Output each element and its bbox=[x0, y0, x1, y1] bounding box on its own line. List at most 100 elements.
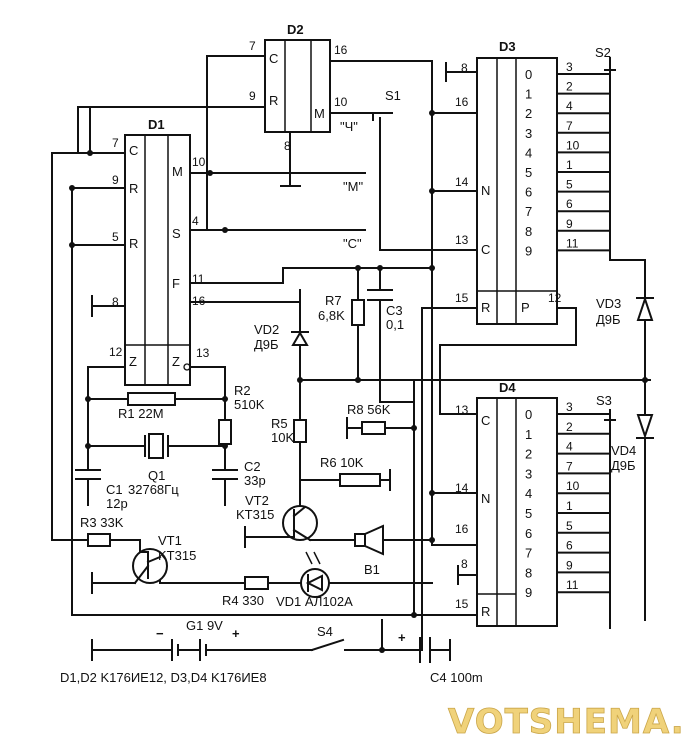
d4-output-index: 0 bbox=[525, 407, 532, 422]
d4-label-c: C bbox=[481, 413, 490, 428]
s1-label: S1 bbox=[385, 88, 401, 103]
d1-pin-7: 7 bbox=[112, 136, 119, 150]
d3-output-index: 8 bbox=[525, 224, 532, 239]
switch-s4: S4 bbox=[310, 624, 345, 652]
d4-output-pin: 2 bbox=[566, 420, 573, 434]
r6-label: R6 10K bbox=[320, 455, 364, 470]
capacitor-c4: + C4 100m bbox=[398, 630, 483, 685]
vd2-label: VD2 bbox=[254, 322, 279, 337]
d1-label-f: F bbox=[172, 276, 180, 291]
d3-output-index: 6 bbox=[525, 185, 532, 200]
d2-pin-9: 9 bbox=[249, 89, 256, 103]
c3-label: C3 bbox=[386, 303, 403, 318]
buzzer-b1: B1 bbox=[354, 524, 384, 577]
d3-output-pin: 9 bbox=[566, 217, 573, 231]
c4-label: C4 100m bbox=[430, 670, 483, 685]
d3-pin-8: 8 bbox=[461, 61, 468, 75]
d4-pin-14: 14 bbox=[455, 481, 469, 495]
r5-label: R5 bbox=[271, 416, 288, 431]
resistor-r8: R8 56K bbox=[347, 402, 391, 435]
d4-ref: D4 bbox=[499, 380, 516, 395]
d3-output-pin: 5 bbox=[566, 178, 573, 192]
d2-pin-7: 7 bbox=[249, 39, 256, 53]
d4-output-index: 1 bbox=[525, 427, 532, 442]
d4-pin-8: 8 bbox=[461, 557, 468, 571]
resistor-r6: R6 10K bbox=[320, 455, 381, 487]
chip-d2: D2 C R M 7 9 16 10 8 bbox=[249, 22, 348, 153]
d3-output-index: 4 bbox=[525, 145, 532, 160]
d4-output-index: 4 bbox=[525, 486, 532, 501]
s2-label: S2 bbox=[595, 45, 611, 60]
resistor-r1: R1 22M bbox=[118, 392, 176, 421]
d4-output-pin: 9 bbox=[566, 558, 573, 572]
d4-output-pin: 3 bbox=[566, 400, 573, 414]
vd1-label: VD1 АЛ102А bbox=[276, 594, 353, 609]
d1-pin-9: 9 bbox=[112, 173, 119, 187]
d4-output-index: 3 bbox=[525, 466, 532, 481]
d1-pin-12: 12 bbox=[109, 345, 123, 359]
capacitor-c3: C3 0,1 bbox=[367, 289, 404, 332]
signal-s: "C" bbox=[343, 236, 362, 251]
chip-d1: D1 C R R Z M S F Z 7 9 5 8 12 10 4 11 16… bbox=[109, 117, 210, 386]
r1-label: R1 22M bbox=[118, 406, 164, 421]
d3-output-pin: 4 bbox=[566, 99, 573, 113]
d4-output-pin: 5 bbox=[566, 519, 573, 533]
d3-output-pin: 3 bbox=[566, 60, 573, 74]
resistor-r4: R4 330 bbox=[222, 576, 269, 608]
d3-label-n: N bbox=[481, 183, 490, 198]
d2-label-c: C bbox=[269, 51, 278, 66]
d3-output-index: 3 bbox=[525, 126, 532, 141]
vd2-value: Д9Б bbox=[254, 337, 279, 352]
r5-value: 10K bbox=[271, 430, 294, 445]
d4-output-pin: 1 bbox=[566, 499, 573, 513]
d4-output-pin: 11 bbox=[566, 578, 579, 592]
d1-pin-8: 8 bbox=[112, 295, 119, 309]
c4-plus: + bbox=[398, 630, 406, 645]
d4-pin-15: 15 bbox=[455, 597, 469, 611]
signal-m: "M" bbox=[343, 179, 363, 194]
d3-label-p: P bbox=[521, 300, 530, 315]
d3-ref: D3 bbox=[499, 39, 516, 54]
d2-pin-16: 16 bbox=[334, 43, 348, 57]
d4-output-index: 7 bbox=[525, 546, 532, 561]
resistor-r5: R5 10K bbox=[271, 416, 307, 445]
battery-g1: G1 9V − + bbox=[149, 618, 240, 661]
d4-output-index: 6 bbox=[525, 526, 532, 541]
switch-s1: S1 "Ч" "M" "C" bbox=[340, 88, 401, 251]
d1-label-c: C bbox=[129, 143, 138, 158]
d2-label-m: M bbox=[314, 106, 325, 121]
g1-minus: − bbox=[156, 626, 164, 641]
d3-output-pin: 11 bbox=[566, 236, 579, 250]
diode-vd4: VD4 Д9Б bbox=[611, 414, 654, 473]
g1-plus: + bbox=[232, 626, 240, 641]
r7-value: 6,8K bbox=[318, 308, 345, 323]
capacitor-c2: C2 33p bbox=[212, 459, 266, 488]
d1-pin-10: 10 bbox=[192, 155, 206, 169]
d4-output-index: 8 bbox=[525, 565, 532, 580]
d2-pin-10: 10 bbox=[334, 95, 348, 109]
watermark: VOTSHEMA.RU bbox=[448, 702, 685, 742]
d3-output-pin: 1 bbox=[566, 158, 573, 172]
transistor-vt2: VT2 KT315 bbox=[236, 493, 318, 542]
switch-s2: S2 bbox=[595, 45, 611, 60]
d3-output-index: 5 bbox=[525, 165, 532, 180]
d4-output-pin: 10 bbox=[566, 479, 580, 493]
d4-pin-16: 16 bbox=[455, 522, 469, 536]
resistor-r7: R7 6,8K bbox=[318, 293, 365, 326]
d1-label-r1: R bbox=[129, 181, 138, 196]
c2-value: 33p bbox=[244, 473, 266, 488]
q1-label: Q1 bbox=[148, 468, 165, 483]
r8-label: R8 56K bbox=[347, 402, 391, 417]
d1-label-z1: Z bbox=[129, 354, 137, 369]
d4-output-pin: 6 bbox=[566, 539, 573, 553]
resistor-r3: R3 33K bbox=[80, 515, 124, 547]
vt1-label: VT1 bbox=[158, 533, 182, 548]
vd3-value: Д9Б bbox=[596, 312, 621, 327]
r4-label: R4 330 bbox=[222, 593, 264, 608]
d4-output-index: 9 bbox=[525, 585, 532, 600]
d4-label-n: N bbox=[481, 491, 490, 506]
